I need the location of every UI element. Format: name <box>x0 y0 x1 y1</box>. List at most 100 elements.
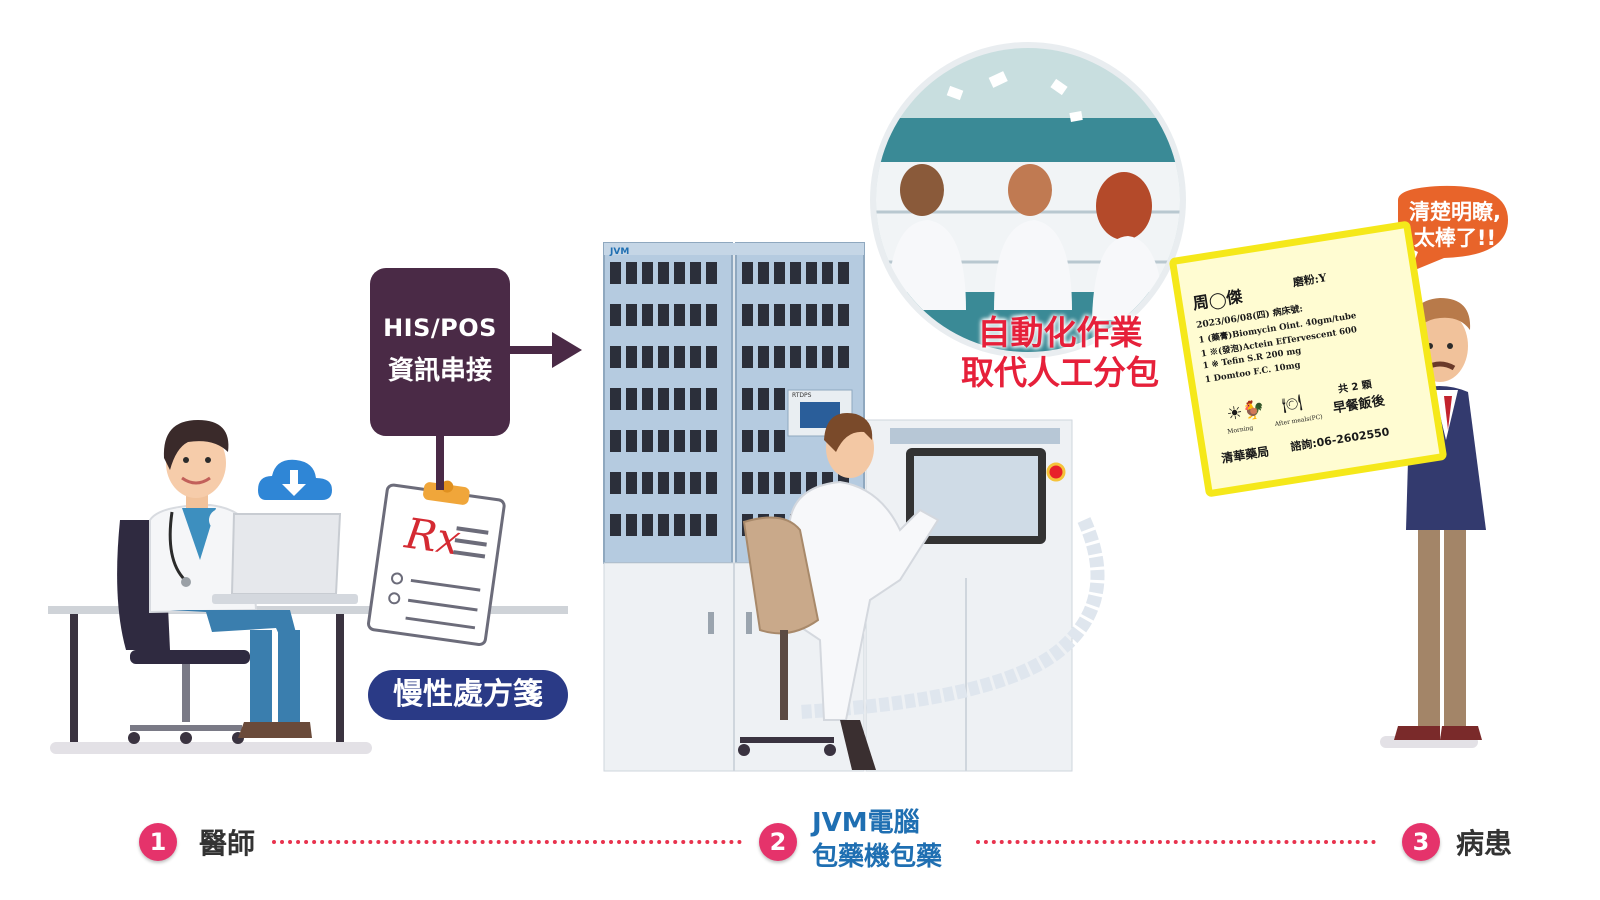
cassette-slot <box>774 346 785 368</box>
cassette-slot <box>658 388 669 410</box>
arrow-right-icon <box>552 332 582 368</box>
cassette-slot <box>790 346 801 368</box>
cassette-slot <box>758 430 769 452</box>
morning-text: Morning <box>1226 424 1254 436</box>
dotted-connector-2 <box>976 840 1376 844</box>
cassette-slot <box>758 304 769 326</box>
cassette-slot <box>690 514 701 536</box>
cassette-slot <box>706 346 717 368</box>
cassette-slot <box>674 430 685 452</box>
cloud-download-icon <box>258 459 332 500</box>
doctor-scene: Rx <box>48 420 568 754</box>
bubble-line2: 太棒了!! <box>1413 226 1497 250</box>
cassette-slot <box>674 304 685 326</box>
cassette-slot <box>658 430 669 452</box>
cassette-slot <box>658 262 669 284</box>
cassette-slot <box>674 514 685 536</box>
manual-work-scene <box>870 42 1186 358</box>
rooster-icon: ☀🐓 <box>1225 398 1267 426</box>
cassette-slot <box>642 514 653 536</box>
cassette-slot <box>838 304 849 326</box>
automation-line2: 取代人工分包 <box>961 353 1159 392</box>
his-pos-subtitle: 資訊串接 <box>387 356 492 386</box>
cassette-slot <box>690 346 701 368</box>
pharmacy-name: 清華藥局 <box>1220 444 1271 466</box>
cassette-slot <box>610 514 621 536</box>
cassette-slot <box>774 262 785 284</box>
cassette-slot <box>626 514 637 536</box>
cassette-slot <box>706 262 717 284</box>
cassette-slot <box>626 304 637 326</box>
cassette-slot <box>806 262 817 284</box>
cassette-slot <box>674 472 685 494</box>
cassette-slot <box>790 262 801 284</box>
cassette-slot <box>774 472 785 494</box>
cassette-slot <box>742 472 753 494</box>
cassette-slot <box>838 262 849 284</box>
cassette-slot <box>758 472 769 494</box>
grind-flag: 磨粉:Y <box>1291 271 1328 290</box>
prescription-clipboard-icon: Rx <box>367 480 506 647</box>
step-3-badge: 3 <box>1402 823 1440 861</box>
cassette-slot <box>758 388 769 410</box>
cassette-slot <box>674 346 685 368</box>
cassette-slot <box>658 346 669 368</box>
cassette-slot <box>690 262 701 284</box>
cassette-slot <box>706 304 717 326</box>
cassette-slot <box>790 472 801 494</box>
cassette-slot <box>610 388 621 410</box>
chronic-prescription-label: 慢性處方箋 <box>368 670 568 720</box>
cassette-slot <box>610 430 621 452</box>
cassette-slot <box>690 304 701 326</box>
cassette-slot <box>706 388 717 410</box>
cassette-slot <box>610 472 621 494</box>
cassette-slot <box>822 304 833 326</box>
rx-symbol-text: Rx <box>401 508 464 564</box>
medication-label-card: 周◯傑 磨粉:Y 2023/06/08(四) 病床號: 1 (藥膏)Biomyc… <box>1168 220 1448 498</box>
step-2-badge: 2 <box>759 823 797 861</box>
after-meals-text: After meals(PC) <box>1274 413 1324 428</box>
cassette-slot <box>706 514 717 536</box>
step-2-label-line1: JVM電腦 <box>812 808 920 838</box>
cassette-slot <box>758 346 769 368</box>
step-1-label: 醫師 <box>199 827 256 860</box>
his-pos-title: HIS/POS <box>383 314 497 342</box>
cassette-slot <box>806 472 817 494</box>
cassette-slot <box>642 472 653 494</box>
cassette-slot <box>706 472 717 494</box>
cassette-slot <box>642 304 653 326</box>
cassette-slot <box>742 388 753 410</box>
meal-icon: 🍽 <box>1280 392 1304 415</box>
panel-brand-text: RTDPS <box>792 392 812 399</box>
cassette-slot <box>822 262 833 284</box>
cassette-slot <box>774 430 785 452</box>
cassette-slot <box>642 262 653 284</box>
cassette-slot <box>742 430 753 452</box>
cassette-slot <box>690 388 701 410</box>
cassette-slot <box>822 346 833 368</box>
cassette-slot <box>610 262 621 284</box>
cassette-slot <box>642 388 653 410</box>
speech-bubble-shape <box>1398 185 1508 272</box>
cassette-slot <box>806 304 817 326</box>
cassette-slot <box>642 346 653 368</box>
cassette-slot <box>642 430 653 452</box>
cassette-slot <box>626 430 637 452</box>
cassette-slot <box>790 304 801 326</box>
step-1-badge: 1 <box>139 823 177 861</box>
cassette-slot <box>774 388 785 410</box>
jvm-packaging-machine: JVM RTDPS <box>603 242 1105 772</box>
pharmacy-contact: 諮詢:06-2602550 <box>1289 425 1391 454</box>
cassette-slot <box>706 430 717 452</box>
step-2-label-line2: 包藥機包藥 <box>812 842 943 872</box>
automation-line1: 自動化作業 <box>977 313 1143 352</box>
cassette-slot <box>674 388 685 410</box>
cassette-slot <box>658 304 669 326</box>
cassette-slot <box>626 346 637 368</box>
cassette-slot <box>610 346 621 368</box>
cassette-slot <box>838 346 849 368</box>
bubble-line1: 清楚明瞭, <box>1409 200 1501 224</box>
cassette-slot <box>742 262 753 284</box>
cassette-slot <box>742 304 753 326</box>
